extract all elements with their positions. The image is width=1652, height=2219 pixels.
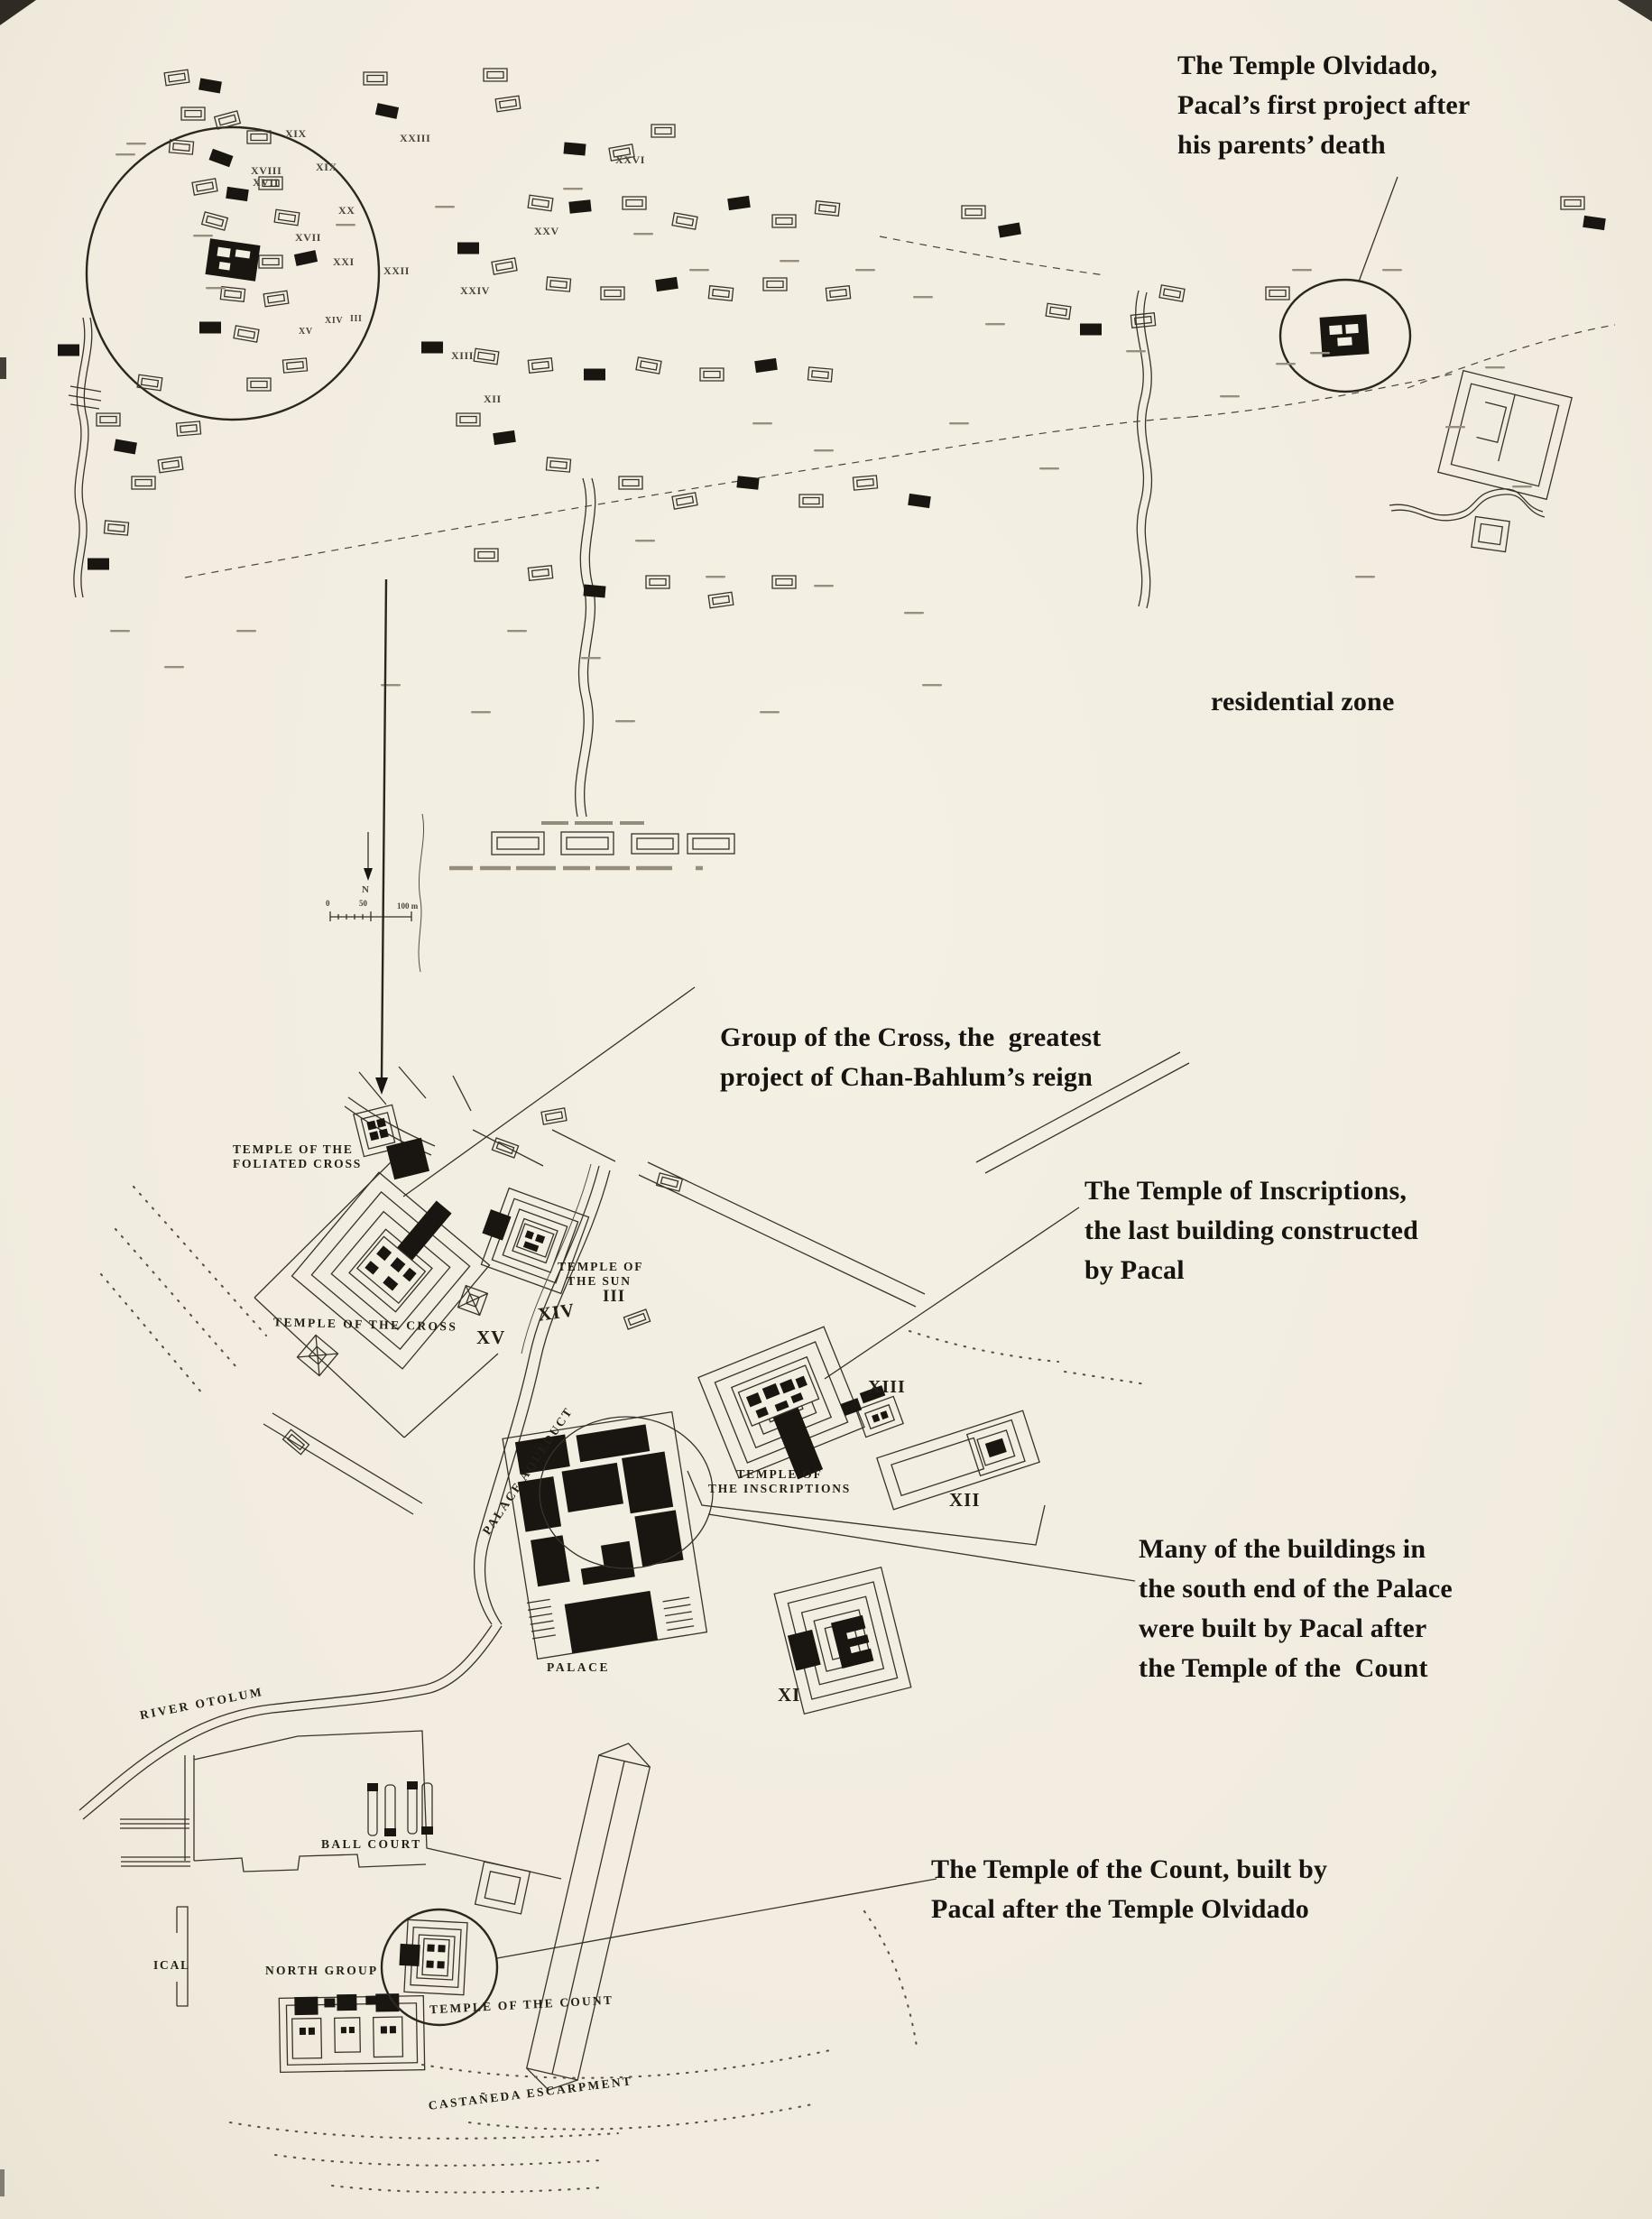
temple-olvidado-building [1319,314,1370,357]
label-line: TEMPLE OF [736,1467,823,1481]
label-line: THE SUN [567,1274,632,1288]
label-xiii: XIII [868,1377,906,1397]
caption-group-of-the-cross: Group of the Cross, the greatest project… [720,1018,1101,1097]
caption-line: the south end of the Palace [1139,1574,1453,1604]
overview-numeral: XIX [316,161,337,173]
compass-and-scale [329,578,412,1095]
caption-palace-south: Many of the buildings in the south end o… [1139,1530,1453,1688]
caption-line: Many of the buildings in [1139,1534,1426,1564]
caption-line: The Temple Olvidado, [1177,51,1438,80]
caption-line: The Temple of Inscriptions, [1084,1176,1407,1206]
annotation-lines [380,176,1398,2027]
caption-temple-of-inscriptions: The Temple of Inscriptions, the last bui… [1084,1171,1418,1290]
label-line: THE INSCRIPTIONS [707,1482,852,1495]
caption-line: by Pacal [1084,1255,1185,1285]
overview-numeral: XV [299,327,313,337]
caption-line: Group of the Cross, the greatest [720,1022,1102,1052]
label-temple-of-inscriptions: TEMPLE OF THE INSCRIPTIONS [700,1467,859,1496]
label-iii: III [603,1287,626,1306]
scale-hundred: 100 m [397,901,419,911]
caption-line: Pacal after the Temple Olvidado [931,1894,1309,1924]
ball-court-structures [367,1781,433,1836]
overview-numeral: XXVI [615,153,646,166]
overview-numeral: XIX [285,127,307,140]
scale-zero: 0 [326,899,330,908]
scale-fifty: 50 [359,899,367,908]
caption-line: residential zone [1211,687,1395,717]
label-ical-fragment: ICAL [153,1958,190,1972]
label-north-group: NORTH GROUP [265,1964,379,1977]
overview-numeral: XXIII [400,132,431,144]
north-label: N [362,884,369,895]
overview-numeral: XIII [451,349,475,362]
overview-numeral: XII [484,393,502,405]
label-line: TEMPLE OF [558,1260,644,1273]
caption-line: the Temple of the Count [1139,1653,1428,1683]
overview-numeral: XX [338,204,355,217]
caption-temple-of-count: The Temple of the Count, built by Pacal … [931,1850,1327,1929]
north-group-structures [278,1993,426,2074]
overview-numeral: XXII [383,264,411,277]
overview-numeral: XVII [295,231,322,244]
label-ball-court: BALL COURT [321,1837,422,1851]
label-line: TEMPLE OF THE [233,1142,354,1156]
overview-numeral: XVII [253,176,280,189]
label-line: FOLIATED CROSS [233,1157,363,1170]
caption-line: the last building constructed [1084,1216,1419,1245]
caption-temple-olvidado: The Temple Olvidado, Pacal’s first proje… [1177,46,1470,165]
overview-map-linework [58,68,1616,973]
palace-complex [502,1410,708,1660]
overview-numeral: III [350,314,363,324]
overview-numeral: XXIV [460,284,491,297]
label-xv: XV [476,1327,506,1348]
overview-numeral: XVIII [251,164,282,177]
caption-line: were built by Pacal after [1139,1613,1427,1643]
label-foliated-cross: TEMPLE OF THE FOLIATED CROSS [233,1142,362,1171]
overview-numeral: XXV [534,225,559,237]
overview-numeral: XXI [333,255,355,268]
caption-line: The Temple of the Count, built by [931,1854,1328,1884]
caption-line: project of Chan-Bahlum’s reign [720,1062,1093,1092]
caption-line: Pacal’s first project after [1177,90,1471,120]
label-palace: PALACE [547,1660,611,1674]
caption-residential-zone: residential zone [1211,682,1394,722]
label-xi: XI [778,1684,801,1706]
caption-line: his parents’ death [1177,130,1386,160]
label-xii: XII [949,1489,981,1511]
detail-map-linework [78,1051,1190,2194]
label-temple-of-sun: TEMPLE OF THE SUN [558,1260,644,1289]
overview-numeral: XIV [325,316,344,326]
map-legend [449,821,735,871]
